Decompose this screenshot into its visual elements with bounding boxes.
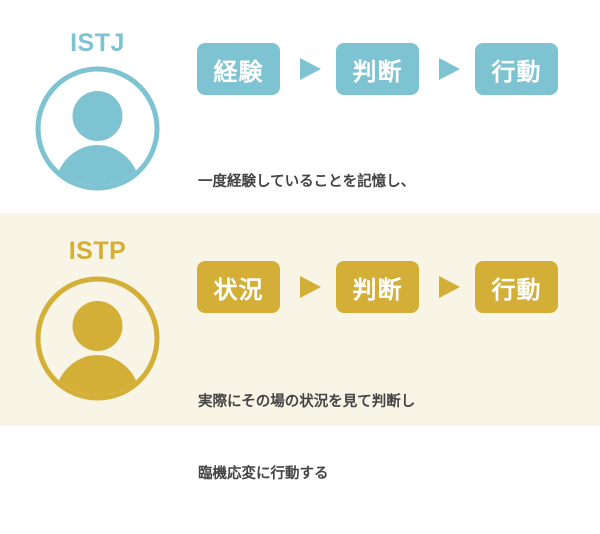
- step-box-judgment: 判断: [336, 261, 419, 313]
- person-avatar-icon: [35, 276, 160, 401]
- step-box-situation: 状況: [197, 261, 280, 313]
- istp-type-label: ISTP: [68, 237, 127, 265]
- istj-type-label: ISTJ: [70, 29, 125, 57]
- istj-section: ISTJ 経験 判断 行動 一度経験していることを記憶し、 それをもとに判断し、…: [0, 0, 600, 262]
- description-line: 一度経験していることを記憶し、: [198, 174, 416, 190]
- step-box-action: 行動: [475, 43, 558, 95]
- person-avatar-icon: [35, 66, 160, 191]
- step-box-experience: 経験: [197, 43, 280, 95]
- triangle-right-icon: [439, 58, 460, 80]
- triangle-right-icon: [300, 276, 321, 298]
- triangle-right-icon: [439, 276, 460, 298]
- istp-section: ISTP 状況 判断 行動 実際にその場の状況を見て判断し 臨機応変に行動する: [0, 213, 600, 482]
- step-box-action: 行動: [475, 261, 558, 313]
- description-line: 実際にその場の状況を見て判断し: [198, 394, 416, 410]
- description-line: 臨機応変に行動する: [198, 466, 329, 482]
- istp-description: 実際にその場の状況を見て判断し 臨機応変に行動する: [198, 342, 415, 534]
- step-box-judgment: 判断: [336, 43, 419, 95]
- triangle-right-icon: [300, 58, 321, 80]
